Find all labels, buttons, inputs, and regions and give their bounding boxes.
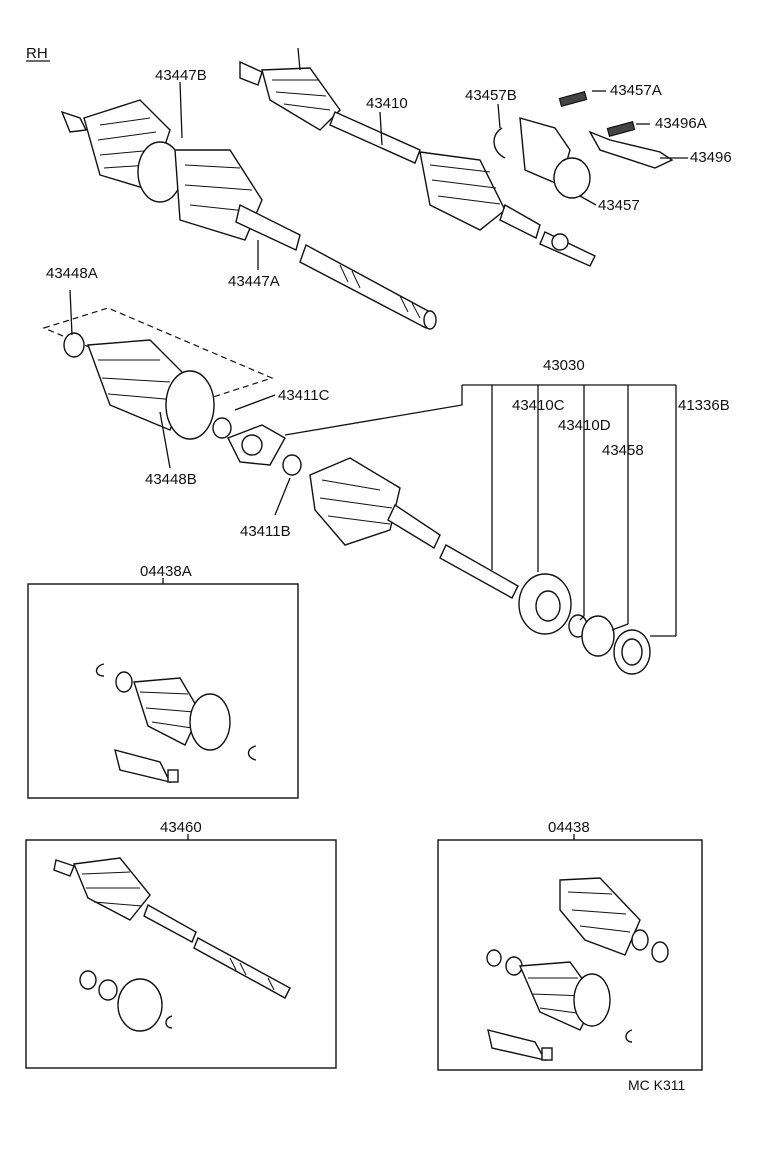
boot-neck bbox=[235, 203, 301, 251]
axle-shaft bbox=[299, 243, 431, 330]
snap-ring-43457B bbox=[493, 127, 506, 159]
label-43410: 43410 bbox=[366, 95, 408, 112]
label-43410C: 43410C bbox=[512, 397, 565, 414]
label-43457: 43457 bbox=[598, 197, 640, 214]
label-43448B: 43448B bbox=[145, 471, 197, 488]
label-43410D: 43410D bbox=[558, 417, 611, 434]
label-43458: 43458 bbox=[602, 442, 644, 459]
shaft-43030 bbox=[439, 544, 519, 599]
diagram-code: MC K311 bbox=[628, 1077, 686, 1093]
bolt-43457A bbox=[558, 91, 588, 107]
clamp-04438 bbox=[573, 973, 611, 1027]
bracket-43496 bbox=[588, 130, 674, 169]
label-43411C: 43411C bbox=[278, 387, 330, 404]
label-43030: 43030 bbox=[543, 357, 585, 374]
large-clamp-43448B bbox=[165, 370, 215, 440]
bracket-bearing-ring bbox=[553, 157, 591, 199]
inner-joint-assembly-43030 bbox=[309, 457, 651, 675]
bearing-bracket-group bbox=[493, 91, 674, 199]
inner-joint-housing-43030 bbox=[309, 457, 401, 546]
shaft-section bbox=[329, 111, 421, 164]
label-41336B: 41336B bbox=[678, 397, 730, 414]
kit-04438A-parts bbox=[95, 663, 257, 784]
label-43411B: 43411B bbox=[240, 523, 291, 540]
label-43496A: 43496A bbox=[655, 115, 707, 132]
bolt-43496A bbox=[606, 121, 636, 137]
label-43447A: 43447A bbox=[228, 273, 280, 290]
grease-tube-04438 bbox=[487, 1029, 547, 1062]
left-drive-shaft-assembly bbox=[60, 99, 437, 330]
kit-04438-parts bbox=[486, 877, 669, 1062]
label-43447B: 43447B bbox=[155, 67, 207, 84]
label-43448A: 43448A bbox=[46, 265, 98, 282]
label-43496: 43496 bbox=[690, 149, 732, 166]
label-43457B: 43457B bbox=[465, 87, 517, 104]
kit-box-04438 bbox=[437, 839, 703, 1071]
boot-43460 bbox=[73, 857, 151, 921]
small-clamp-43448A bbox=[63, 332, 85, 358]
dust-cover-43458 bbox=[581, 615, 615, 657]
snap-ring-43411B bbox=[282, 454, 302, 476]
label-43457A: 43457A bbox=[610, 82, 662, 99]
inner-boot-assembly bbox=[63, 332, 302, 476]
kit-box-43460 bbox=[25, 839, 337, 1069]
label-04438: 04438 bbox=[548, 819, 590, 836]
kit-43460-parts bbox=[53, 857, 291, 1032]
label-43460: 43460 bbox=[160, 819, 202, 836]
side-label: RH bbox=[26, 45, 48, 62]
clamp-04438A bbox=[189, 693, 231, 751]
front-drive-shaft-43410 bbox=[239, 47, 596, 267]
inner-joint-housing bbox=[419, 151, 506, 231]
clamp-43460 bbox=[117, 978, 163, 1032]
outer-boot-04438 bbox=[559, 877, 641, 956]
outer-boot-upper bbox=[261, 67, 341, 131]
grease-tube-04438A bbox=[114, 749, 172, 784]
stub-shaft bbox=[539, 231, 596, 267]
snap-ring-43411C bbox=[212, 417, 232, 439]
label-04438A: 04438A bbox=[140, 563, 192, 580]
